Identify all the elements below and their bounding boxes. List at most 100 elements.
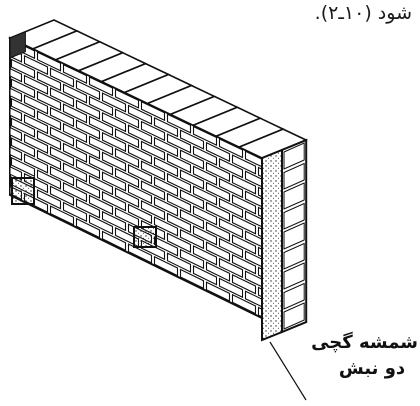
front-brick: [36, 149, 62, 171]
front-brick: [36, 90, 62, 111]
front-brick: [88, 194, 114, 216]
front-brick: [23, 74, 49, 95]
side-brick: [283, 142, 305, 170]
front-brick: [36, 189, 62, 210]
front-brick: [23, 133, 49, 154]
front-brick: [205, 161, 231, 183]
front-brick: [62, 162, 88, 183]
front-brick: [127, 124, 153, 145]
front-brick: [49, 106, 75, 128]
front-brick: [140, 100, 166, 122]
front-brick: [62, 201, 88, 223]
callout-label-line1: شمشه گچی: [311, 332, 418, 353]
front-brick: [23, 114, 49, 135]
front-brick: [101, 151, 127, 172]
front-brick: [179, 248, 205, 270]
front-brick: [166, 232, 192, 253]
front-brick: [114, 88, 140, 109]
front-brick: [205, 261, 231, 282]
front-brick: [205, 241, 231, 262]
front-brick: [166, 133, 192, 154]
front-brick: [192, 125, 218, 146]
front-brick: [140, 160, 166, 181]
front-brick: [10, 58, 36, 79]
side-brick: [283, 182, 305, 210]
front-brick: [75, 99, 101, 120]
front-brick: [49, 87, 75, 108]
front-brick: [127, 144, 153, 165]
front-brick: [231, 174, 257, 195]
front-brick: [10, 156, 36, 178]
front-brick: [10, 97, 36, 119]
front-brick: [23, 153, 49, 174]
side-brick: [283, 202, 305, 230]
front-brick: [153, 136, 179, 158]
side-brick: [283, 282, 305, 310]
side-brick: [283, 162, 305, 190]
gypsum-block-middle: [133, 226, 157, 248]
front-brick: [101, 210, 127, 232]
front-brick: [140, 120, 166, 142]
front-brick: [179, 268, 205, 290]
front-brick: [179, 228, 205, 250]
front-brick: [179, 208, 205, 230]
front-brick: [166, 153, 192, 174]
gypsum-pier-front: [261, 148, 283, 342]
front-brick: [218, 158, 244, 179]
front-brick: [49, 146, 75, 167]
front-brick: [218, 237, 244, 259]
front-brick: [114, 147, 140, 169]
front-brick: [153, 216, 179, 237]
front-brick: [153, 156, 179, 178]
front-brick: [49, 67, 75, 88]
front-brick: [49, 126, 75, 147]
front-brick: [75, 119, 101, 140]
gypsum-block-left: [11, 177, 35, 205]
front-brick: [192, 165, 218, 186]
front-brick: [179, 169, 205, 190]
front-brick: [75, 178, 101, 199]
front-brick: [192, 205, 218, 226]
front-brick: [218, 217, 244, 239]
front-brick: [62, 103, 88, 124]
front-brick: [36, 130, 62, 151]
front-brick: [101, 92, 127, 113]
front-brick: [179, 129, 205, 150]
front-brick: [10, 137, 36, 158]
front-brick: [88, 115, 114, 136]
front-brick: [166, 113, 192, 134]
front-brick: [23, 94, 49, 115]
front-brick: [231, 293, 257, 315]
front-brick: [231, 194, 257, 215]
caption-text: شود (۱۰ـ۲).: [314, 2, 412, 24]
front-brick: [205, 141, 231, 163]
front-brick: [127, 164, 153, 185]
front-brick: [231, 214, 257, 235]
front-brick: [62, 63, 88, 84]
front-brick: [49, 165, 75, 187]
front-brick: [36, 71, 62, 92]
front-brick: [9, 87, 23, 103]
front-brick: [9, 67, 23, 83]
front-brick: [140, 200, 166, 221]
front-brick: [205, 221, 231, 242]
front-brick: [36, 51, 62, 72]
front-brick: [205, 181, 231, 203]
front-brick: [166, 252, 192, 273]
front-brick: [88, 76, 114, 97]
front-brick: [127, 243, 153, 264]
front-brick: [218, 138, 244, 159]
front-brick: [49, 185, 75, 206]
front-brick: [114, 128, 140, 149]
front-brick: [179, 149, 205, 170]
front-brick: [88, 135, 114, 156]
front-brick: [88, 174, 114, 196]
front-brick: [88, 214, 114, 235]
front-brick: [23, 55, 49, 76]
front-brick: [62, 142, 88, 163]
front-brick: [127, 104, 153, 125]
front-brick: [166, 172, 192, 194]
front-brick: [75, 217, 101, 239]
front-brick: [218, 197, 244, 219]
